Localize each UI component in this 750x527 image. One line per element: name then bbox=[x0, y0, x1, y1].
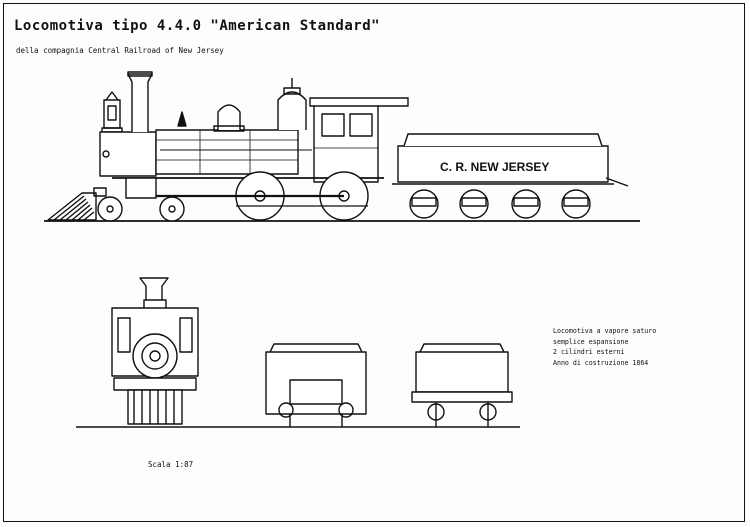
cylinder bbox=[125, 177, 157, 199]
chimney-cap bbox=[127, 71, 153, 77]
tender-coal-bunker bbox=[403, 133, 603, 147]
sand-dome bbox=[217, 104, 241, 130]
cab bbox=[309, 97, 409, 183]
headlamp bbox=[101, 91, 123, 133]
front-pilot bbox=[127, 389, 183, 425]
sand-dome-base bbox=[213, 125, 245, 132]
steam-dome bbox=[277, 91, 307, 130]
spec-line: Locomotiva a vapore saturo bbox=[553, 327, 657, 335]
front-elevation bbox=[76, 277, 520, 428]
bell-icon bbox=[177, 111, 187, 127]
cowcatcher bbox=[47, 192, 97, 221]
tender: C. R. NEW JERSEY bbox=[392, 133, 629, 219]
front-cab-window-right bbox=[179, 317, 193, 353]
tender-rear-body bbox=[415, 351, 509, 393]
tender-front-fall-plate bbox=[289, 379, 343, 405]
boiler bbox=[155, 129, 299, 175]
tender-rear-beam bbox=[411, 391, 513, 403]
cab-roof bbox=[309, 97, 409, 107]
front-cab-window-left bbox=[117, 317, 131, 353]
front-buffer-beam bbox=[113, 377, 197, 391]
tender-body bbox=[397, 145, 609, 183]
sheet-border bbox=[3, 3, 745, 522]
pony-wheel-rear bbox=[159, 196, 185, 222]
pony-wheel-front bbox=[97, 196, 123, 222]
drawing-subtitle: della compagnia Central Railroad of New … bbox=[16, 46, 224, 55]
tender-front-elevation bbox=[265, 343, 367, 427]
tender-rear-elevation bbox=[411, 343, 513, 427]
spec-line: Anno di costruzione 1864 bbox=[553, 358, 649, 367]
drawing-title: Locomotiva tipo 4.4.0 "American Standard… bbox=[14, 18, 381, 34]
front-chimney bbox=[139, 277, 169, 300]
cab-window-side bbox=[349, 113, 373, 137]
specifications-note: Locomotiva a vapore saturo semplice espa… bbox=[553, 326, 656, 368]
scale-note: Scala 1:87 bbox=[148, 460, 194, 469]
smokebox-door bbox=[132, 333, 178, 379]
side-elevation: C. R. NEW JERSEY bbox=[44, 71, 640, 222]
spec-line: semplice espansione bbox=[553, 337, 629, 346]
spec-line: 2 cilindri esterni bbox=[553, 348, 625, 356]
smokebox-bolt bbox=[102, 150, 110, 158]
tender-lettering: C. R. NEW JERSEY bbox=[440, 160, 549, 174]
cab-window-front bbox=[321, 113, 345, 137]
buffer-beam bbox=[93, 187, 107, 197]
chimney bbox=[127, 73, 153, 132]
